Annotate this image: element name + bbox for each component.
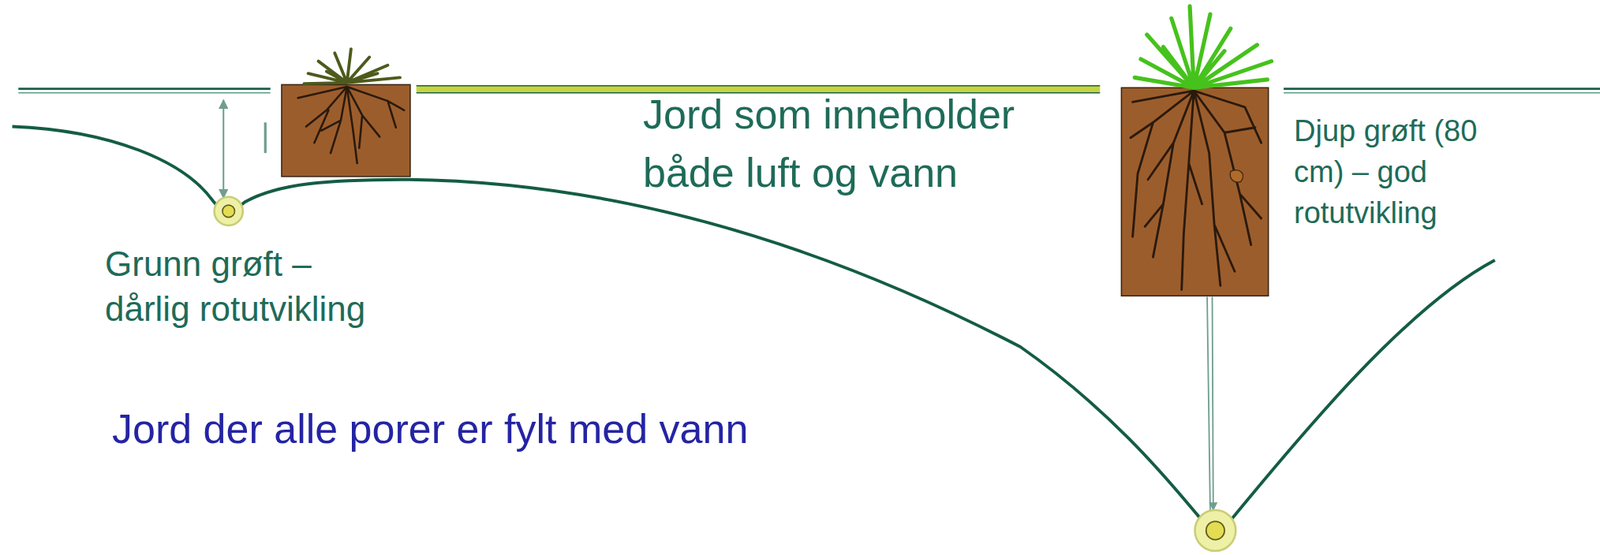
drain-label: Grunn grøft – dårlig rotutvikling: [104, 241, 382, 332]
depth-arrow: [222, 100, 225, 199]
soil-block: [1121, 87, 1268, 296]
ground-surface: [1283, 87, 1600, 90]
ground-surface: [1283, 92, 1600, 94]
root-nodule: [1229, 170, 1243, 183]
region-label: Jord der alle porer er fylt med vann: [112, 404, 748, 454]
plant-leaves: [1134, 6, 1272, 89]
plant-roots: [1130, 90, 1262, 290]
tick-mark: [264, 122, 267, 154]
drain-pipe-core: [222, 205, 236, 218]
drain-pipe-core: [1206, 521, 1225, 540]
depth-line: [1207, 297, 1211, 511]
drain-label: Djup grøft (80 cm) – god rotutvikling: [1293, 110, 1500, 234]
drain-pipe: [214, 197, 243, 226]
plant-roots: [298, 86, 405, 164]
ground-surface: [416, 85, 1101, 87]
soil-block: [281, 84, 411, 176]
plant-leaves: [303, 48, 400, 84]
drain-pipe: [1195, 510, 1237, 552]
ground-surface: [18, 92, 270, 94]
region-label: Jord som inneholder både luft og vann: [642, 85, 1070, 202]
ground-surface: [18, 87, 270, 90]
depth-arrow: [1212, 297, 1214, 511]
